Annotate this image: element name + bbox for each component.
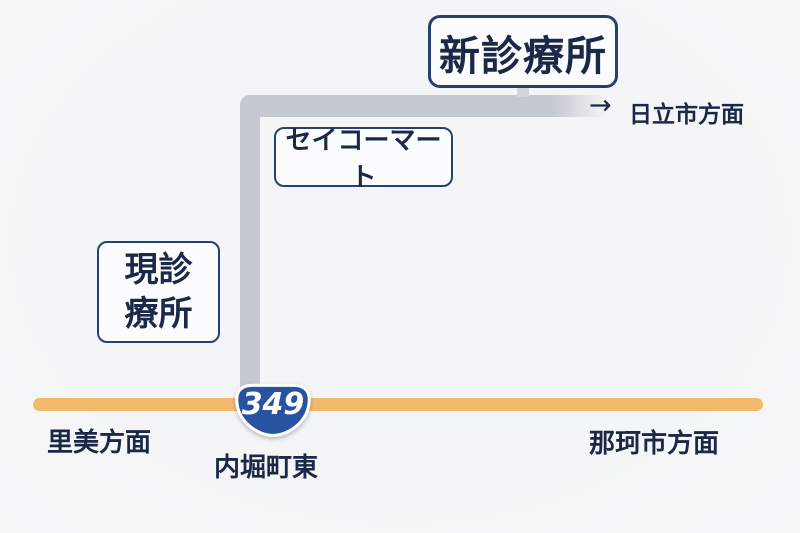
destination-connector-stub bbox=[517, 86, 529, 97]
current-clinic-box: 現診 療所 bbox=[97, 241, 220, 343]
new-clinic-box: 新診療所 bbox=[428, 15, 618, 88]
direction-naka-label: 那珂市方面 bbox=[589, 429, 720, 459]
new-clinic-label: 新診療所 bbox=[439, 31, 607, 80]
side-road-vertical bbox=[240, 95, 260, 398]
side-road-horizontal bbox=[240, 95, 605, 117]
current-clinic-label-line1: 現診 bbox=[124, 249, 193, 290]
direction-hitachi-label: 日立市方面 bbox=[629, 102, 744, 128]
route-number: 349 bbox=[241, 387, 305, 422]
seicomart-label: セイコーマート bbox=[285, 126, 442, 193]
current-clinic-label-line2: 療所 bbox=[124, 294, 193, 334]
intersection-name-label: 内堀町東 bbox=[214, 453, 319, 483]
route-349-road bbox=[33, 398, 763, 411]
seicomart-box: セイコーマート bbox=[274, 126, 453, 193]
route-sign-onigiri-icon bbox=[235, 383, 311, 437]
east-arrow-icon: → bbox=[589, 90, 612, 121]
direction-satomi-label: 里美方面 bbox=[47, 428, 152, 458]
route-349-badge: 349 bbox=[234, 383, 312, 437]
